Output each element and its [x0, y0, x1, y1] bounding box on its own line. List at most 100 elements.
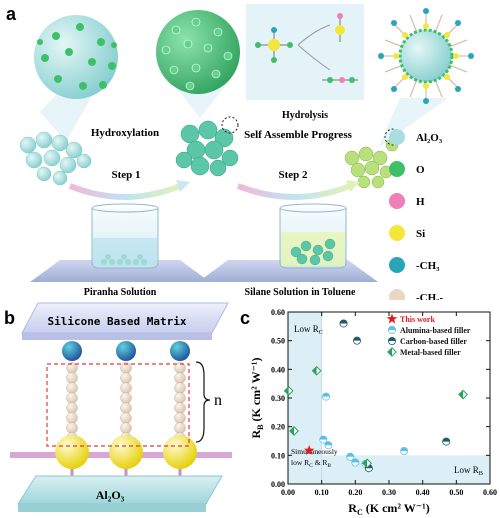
data-point-diamond — [283, 385, 294, 396]
data-point-circle — [353, 336, 362, 345]
chain-bead — [174, 382, 186, 394]
x-tick-label: 0.10 — [315, 488, 329, 497]
chain-bead — [120, 412, 132, 424]
data-point-diamond — [311, 365, 322, 376]
chain-bead — [66, 422, 78, 434]
x-tick-label: 0.00 — [281, 488, 295, 497]
legend-entry-0: This work — [400, 315, 435, 324]
simultaneous-annotation-2: low RC & RB — [291, 458, 331, 469]
legend-marker-2 — [387, 337, 396, 346]
legend-label-5: -CH₂- — [416, 292, 443, 300]
y-tick-label: 0.20 — [271, 423, 285, 432]
silane-chains — [55, 341, 197, 482]
panel-b: b Silicone Based Matrix n Al₂O₃ — [4, 302, 232, 512]
y-tick-label: 0.30 — [271, 394, 285, 403]
silicon-anchor — [55, 435, 89, 469]
legend-label-4: -CH₃ — [416, 260, 440, 272]
silane-beaker: Silane Solution in Toluene — [198, 203, 378, 298]
chain-bead — [174, 422, 186, 434]
y-tick-label: 0.10 — [271, 451, 285, 460]
alumina-cluster-1 — [19, 131, 92, 186]
legend-label-0: Al₂O₃ — [416, 132, 443, 144]
panel-c-label: c — [240, 308, 250, 328]
chain-bead — [174, 372, 186, 384]
low-rb-annotation: Low RB — [454, 465, 483, 477]
data-point-circle — [324, 441, 333, 450]
panel-a-label: a — [6, 4, 17, 24]
data-point-diamond — [362, 458, 373, 469]
data-point-circle — [351, 458, 360, 467]
legend-label-1: O — [416, 164, 425, 176]
legend-swatch-2 — [389, 193, 405, 209]
data-point-circle — [346, 452, 355, 461]
alumina-cluster-3 — [344, 138, 399, 189]
legend-entry-1: Alumina-based filler — [400, 326, 471, 335]
data-point-star — [303, 444, 315, 455]
y-axis-title: RB (K cm² W⁻¹) — [249, 358, 265, 439]
low-rc-region — [288, 312, 322, 484]
legend-label-3: Si — [416, 228, 425, 240]
self-assemble-label: Self Assemble Progress — [244, 129, 352, 141]
panel-a-legend: Al₂O₃ O H Si -CH₃ -CH₂- — [389, 129, 443, 300]
legend-swatch-1 — [389, 161, 405, 177]
chain-bead — [120, 402, 132, 414]
hydroxylated-sphere-1 — [34, 15, 118, 142]
low-rc-annotation: Low RC — [294, 324, 323, 336]
data-point-circle — [322, 392, 331, 401]
data-point-circle — [319, 435, 328, 444]
legend-swatch-0 — [389, 129, 405, 145]
methyl-end-group — [62, 341, 82, 361]
chain-bead — [120, 392, 132, 404]
data-point-circle — [442, 437, 451, 446]
alumina-cluster-2 — [175, 120, 239, 177]
x-tick-label: 0.60 — [483, 488, 497, 497]
panel-a: a — [6, 4, 474, 300]
hydroxylated-sphere-2 — [156, 10, 240, 118]
legend-swatch-3 — [389, 225, 405, 241]
methyl-end-group — [170, 341, 190, 361]
legend-label-2: H — [416, 196, 425, 208]
x-tick-label: 0.30 — [382, 488, 396, 497]
chain-bead — [174, 392, 186, 404]
chain-bead — [66, 402, 78, 414]
step2-arrow — [236, 183, 352, 200]
x-tick-label: 0.50 — [449, 488, 463, 497]
x-tick-label: 0.40 — [416, 488, 430, 497]
chain-bead — [174, 402, 186, 414]
x-tick-label: 0.20 — [348, 488, 362, 497]
hydrolysis-box: Hydrolysis — [246, 4, 364, 121]
legend-entry-2: Carbon-based filler — [400, 337, 467, 346]
silicon-anchor — [109, 435, 143, 469]
data-point-circle — [339, 319, 348, 328]
simultaneous-annotation-1: Simultaneously — [291, 447, 338, 456]
chain-bead — [66, 382, 78, 394]
piranha-label: Piranha Solution — [84, 287, 157, 298]
chain-bead — [120, 422, 132, 434]
hydroxylation-label: Hydroxylation — [91, 127, 159, 139]
chain-bead — [66, 392, 78, 404]
chain-bead — [120, 372, 132, 384]
legend-swatch-4 — [389, 257, 405, 273]
x-axis-title: RC (K cm² W⁻¹) — [348, 501, 429, 517]
methyl-end-group — [116, 341, 136, 361]
data-point-diamond — [458, 389, 468, 400]
panel-b-label: b — [4, 308, 15, 328]
legend-marker-0 — [386, 313, 398, 324]
piranha-beaker: Piranha Solution — [30, 203, 210, 298]
step1-label: Step 1 — [111, 169, 140, 181]
silicon-anchor — [163, 435, 197, 469]
repeat-unit-box — [46, 363, 190, 447]
chain-bead — [66, 412, 78, 424]
chain-bead — [174, 412, 186, 424]
step1-arrow — [68, 183, 182, 200]
substrate-label: Al₂O₃ — [96, 488, 125, 502]
matrix-label: Silicone Based Matrix — [47, 315, 186, 328]
legend-marker-1 — [387, 325, 396, 334]
step2-label: Step 2 — [278, 169, 308, 181]
chain-bead — [120, 382, 132, 394]
y-tick-label: 0.50 — [271, 337, 285, 346]
legend-entry-3: Metal-based filler — [400, 348, 461, 357]
